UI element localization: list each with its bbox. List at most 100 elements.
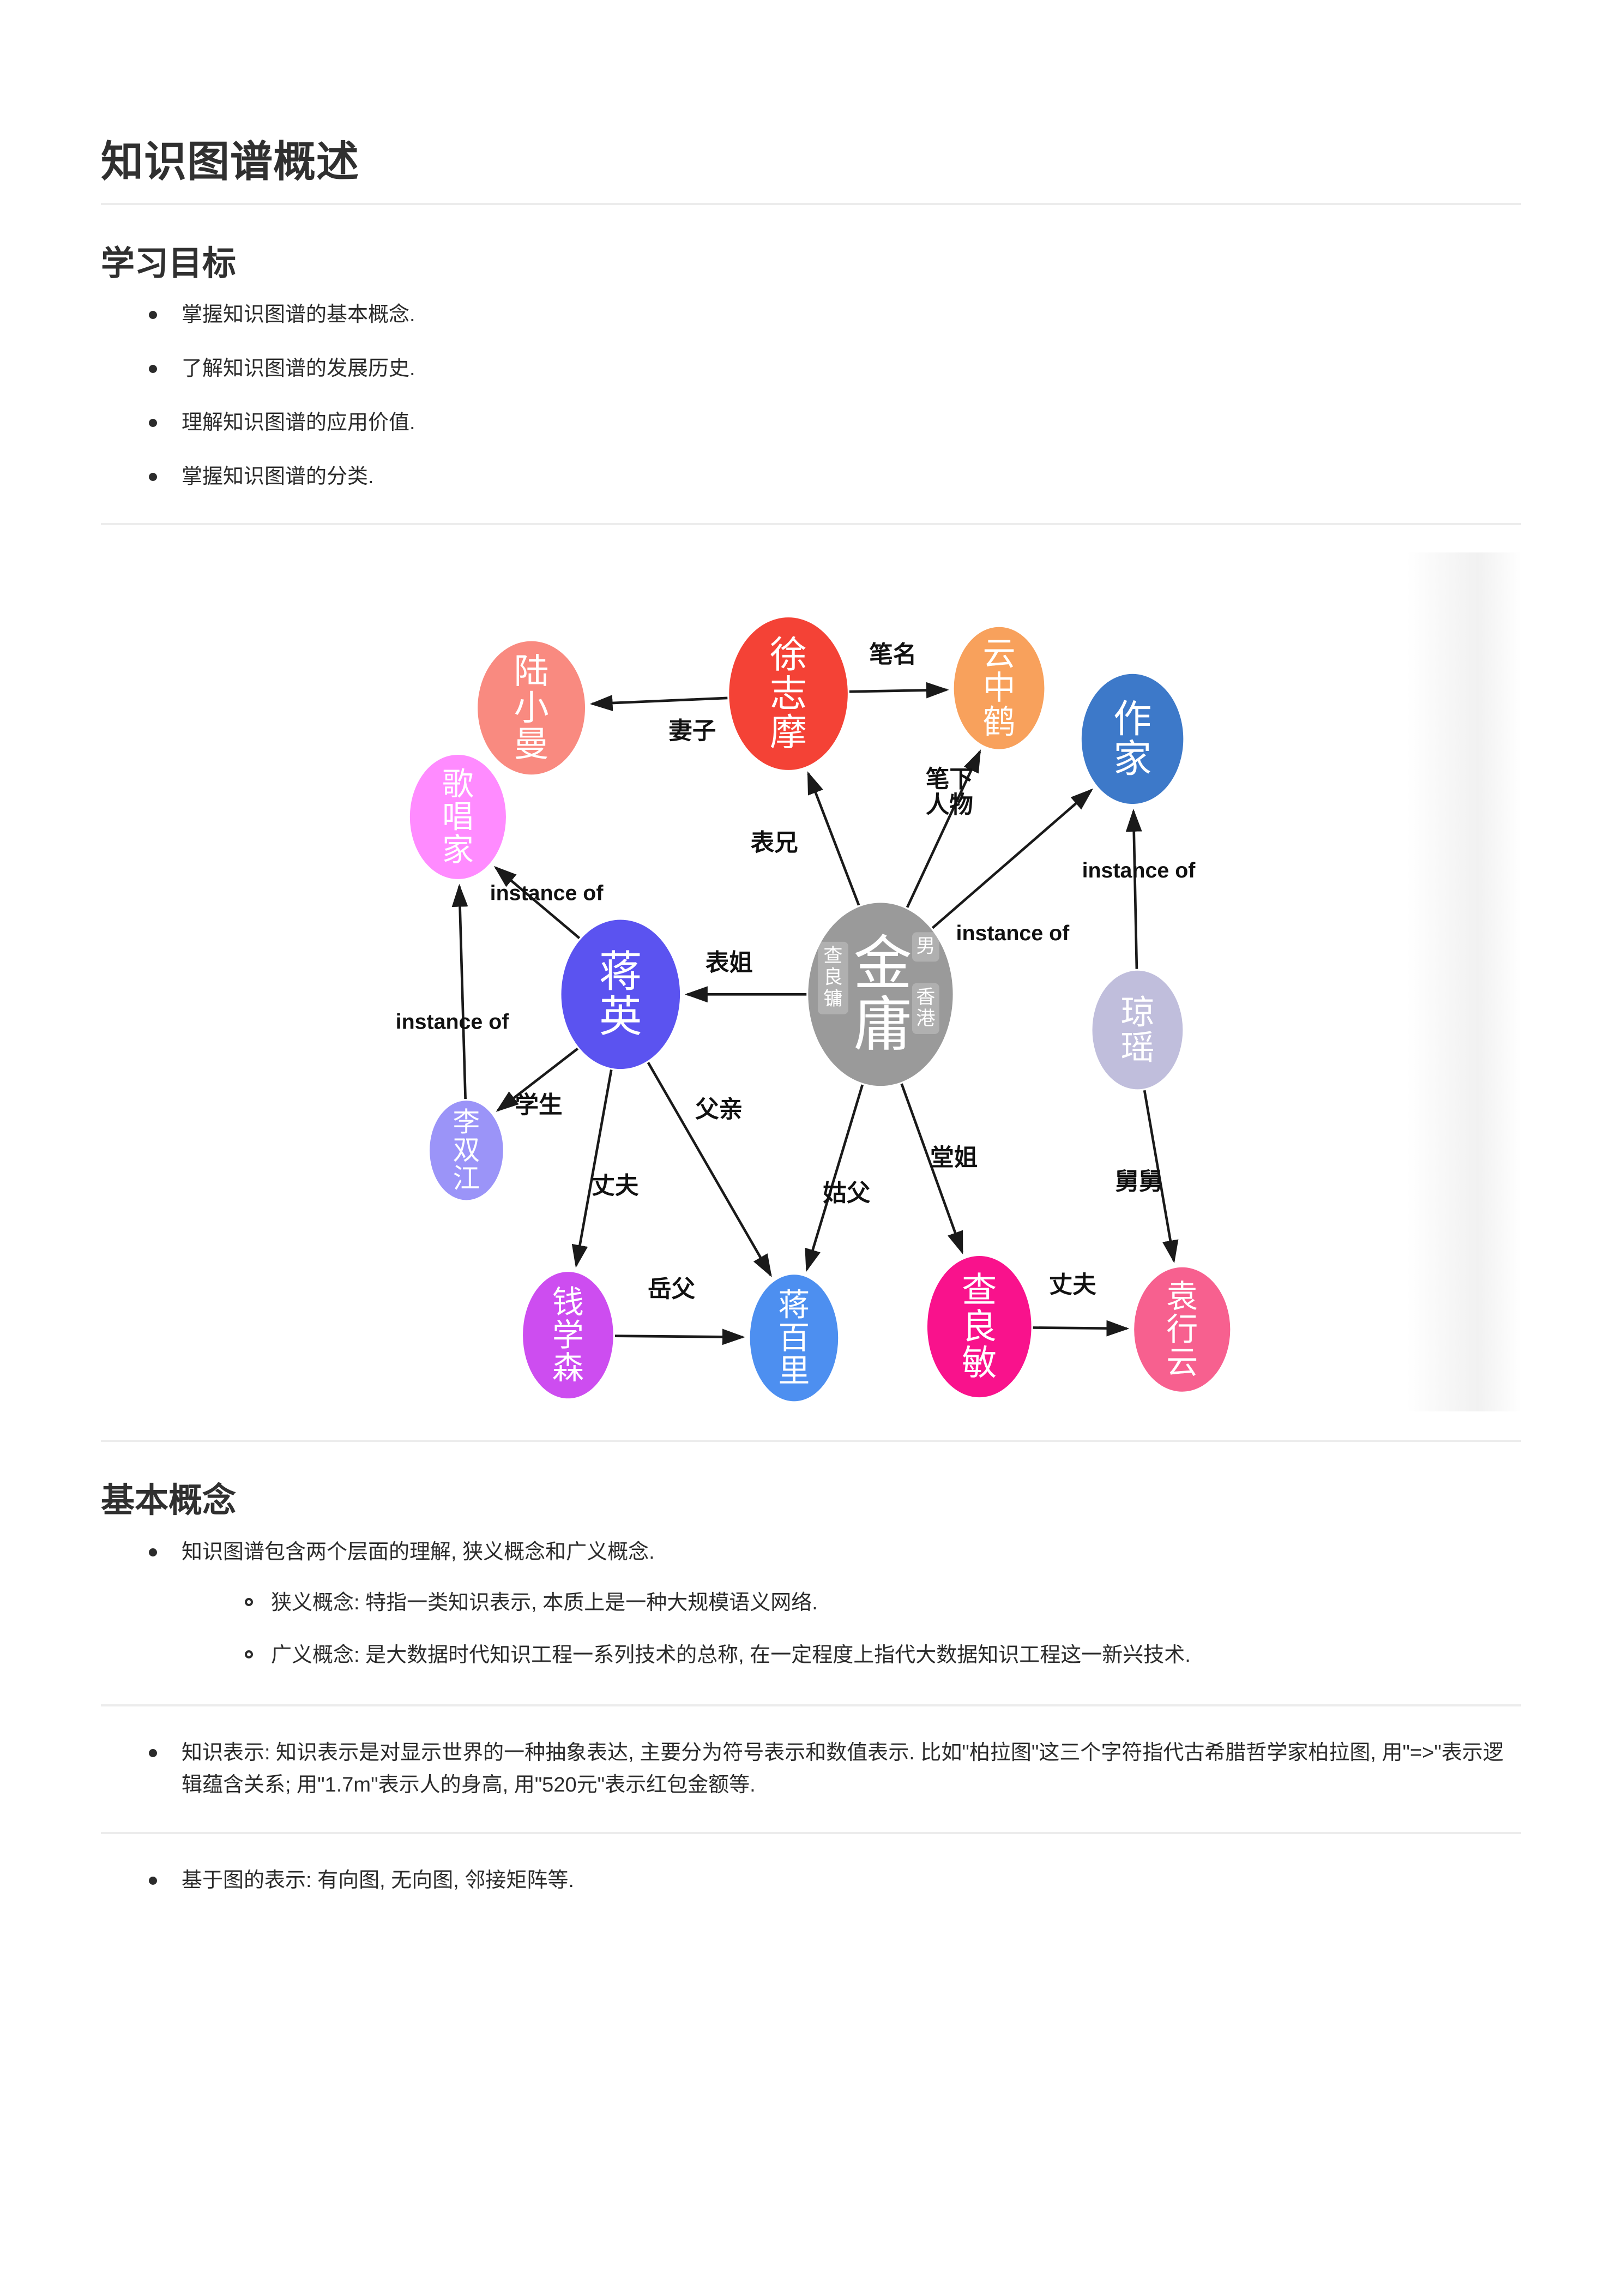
graph-edge-lishuangjiang-gechangjia [451, 884, 468, 1099]
edge-label-jiangying-jiangbaili: 父亲 [695, 1097, 743, 1123]
list-item: 广义概念: 是大数据时代知识工程一系列技术的总称, 在一定程度上指代大数据知识工… [232, 1639, 1521, 1672]
graph-node-gechangjia[interactable]: 歌唱家 [409, 755, 506, 880]
node-label: 李双江 [453, 1108, 480, 1194]
graph-edge-qiongyao-zuojia [1125, 809, 1142, 970]
graph-node-lishuangjiang[interactable]: 李双江 [430, 1101, 503, 1200]
node-label: 琼瑶 [1120, 995, 1154, 1067]
graph-edge-qiongyao-yuanxingyun [1143, 1090, 1179, 1264]
concepts-divider-1 [101, 1704, 1521, 1707]
knowledge-graph-figure: 陆小曼 徐志摩 云中鹤作家歌唱家蒋英 金庸琼瑶李双江钱学森 蒋百里 查良敏 袁行云 查良镛 男香… [101, 552, 1521, 1412]
graph-node-jinyong[interactable]: 金庸 [808, 903, 953, 1086]
node-shape [409, 755, 506, 880]
edge-label-jinyong-chaliangmin: 堂姐 [930, 1145, 978, 1171]
graph-node-jiangbaili[interactable]: 蒋百里 [750, 1275, 839, 1402]
edge-label-xuzhimo-yunzhonghe: 笔名 [869, 642, 916, 668]
list-item: 知识表示: 知识表示是对显示世界的一种抽象表达, 主要分为符号表示和数值表示. … [134, 1737, 1521, 1801]
edge-label-qiongyao-yuanxingyun: 舅舅 [1115, 1169, 1162, 1195]
graph-edge-xuzhimo-yunzhonghe [849, 682, 949, 699]
graph-edges [451, 682, 1179, 1345]
edge-label-jiangying-gechangjia: instance of [490, 881, 604, 905]
node-shape [1092, 971, 1183, 1090]
list-item: 掌握知识图谱的基本概念. [134, 299, 1521, 331]
node-label: 袁行云 [1166, 1279, 1198, 1381]
objectives-divider [101, 523, 1521, 526]
node-shape [1081, 674, 1184, 804]
graph-edge-xuzhimo-luxiaoman [589, 695, 728, 712]
graph-edge-chaliangmin-yuanxingyun [1033, 1320, 1130, 1337]
graph-node-yuanxingyun[interactable]: 袁行云 [1134, 1267, 1231, 1392]
node-shape [523, 1272, 613, 1399]
title-divider [101, 202, 1521, 205]
node-shape [430, 1101, 503, 1200]
node-label: 作家 [1113, 699, 1151, 781]
node-label: 查良敏 [962, 1271, 997, 1383]
node-label: 钱学森 [552, 1285, 584, 1386]
graph-node-luxiaoman[interactable]: 陆小曼 [478, 641, 586, 775]
edge-label-chaliangmin-yuanxingyun: 丈夫 [1049, 1272, 1097, 1299]
graph-node-chaliangmin[interactable]: 查良敏 [927, 1256, 1032, 1398]
graph-edge-qianxuesen-jiangbaili [614, 1329, 745, 1345]
node-label: 歌唱家 [442, 767, 474, 868]
concepts-list-representation: 知识表示: 知识表示是对显示世界的一种抽象表达, 主要分为符号表示和数值表示. … [101, 1706, 1521, 1801]
attribute-chip-realname [817, 942, 848, 1015]
list-item: 了解知识图谱的发展历史. [134, 353, 1521, 385]
knowledge-graph-canvas: 陆小曼 徐志摩 云中鹤作家歌唱家蒋英 金庸琼瑶李双江钱学森 蒋百里 查良敏 袁行云 查良镛 男香… [101, 552, 1521, 1412]
attribute-chip-gender [912, 932, 939, 962]
node-label: 云中鹤 [983, 636, 1016, 741]
node-label: 徐志摩 [770, 635, 807, 754]
list-item: 掌握知识图谱的分类. [134, 461, 1521, 493]
node-shape [478, 641, 586, 775]
concepts-list-graph: 基于图的表示: 有向图, 无向图, 邻接矩阵等. [101, 1834, 1521, 1897]
graph-edge-jinyong-zuojia [931, 789, 1094, 929]
page-title: 知识图谱概述 [101, 137, 360, 185]
knowledge-graph-svg: 陆小曼 徐志摩 云中鹤作家歌唱家蒋英 金庸琼瑶李双江钱学森 蒋百里 查良敏 袁行云 查良镛 男香… [396, 617, 1231, 1402]
node-shape [954, 627, 1045, 750]
graph-edge-jinyong-yunzhonghe [906, 749, 981, 909]
list-item: 基于图的表示: 有向图, 无向图, 邻接矩阵等. [134, 1865, 1521, 1897]
edge-label-jiangying-qianxuesen: 丈夫 [591, 1173, 639, 1199]
node-shape [808, 903, 953, 1086]
edge-label-jinyong-zuojia: instance of [956, 921, 1070, 945]
attribute-label-realname: 查良镛 [823, 946, 842, 1010]
edge-label-jinyong-jiangbaili: 姑父 [823, 1181, 871, 1207]
edge-label-lishuangjiang-gechangjia: instance of [396, 1010, 510, 1034]
attribute-chip-region [912, 983, 939, 1035]
list-item-text: 知识图谱包含两个层面的理解, 狭义概念和广义概念. [182, 1540, 655, 1564]
concepts-list-primary: 知识图谱包含两个层面的理解, 狭义概念和广义概念. 狭义概念: 特指一类知识表示… [101, 1536, 1521, 1672]
section-title-objectives: 学习目标 [101, 244, 237, 283]
edge-label-qiongyao-zuojia: instance of [1082, 858, 1196, 882]
graph-node-qianxuesen[interactable]: 钱学森 [523, 1272, 613, 1399]
graph-node-jiangying[interactable]: 蒋英 [561, 919, 680, 1069]
graph-node-yunzhonghe[interactable]: 云中鹤 [954, 627, 1045, 750]
graph-edge-jiangying-qianxuesen [571, 1069, 613, 1269]
graph-node-xuzhimo[interactable]: 徐志摩 [729, 617, 848, 771]
list-item: 知识图谱包含两个层面的理解, 狭义概念和广义概念. 狭义概念: 特指一类知识表示… [134, 1536, 1521, 1672]
edge-label-jinyong-jiangying: 表姐 [706, 950, 753, 976]
node-label: 蒋百里 [778, 1288, 810, 1389]
concepts-sublist: 狭义概念: 特指一类知识表示, 本质上是一种大规模语义网络. 广义概念: 是大数… [182, 1587, 1521, 1672]
edge-label-jinyong-xuzhimo: 表兄 [751, 831, 798, 857]
concepts-divider-2 [101, 1832, 1521, 1835]
list-item: 理解知识图谱的应用价值. [134, 407, 1521, 439]
graph-node-zuojia[interactable]: 作家 [1081, 674, 1184, 804]
graph-edge-jiangying-jiangbaili [647, 1062, 772, 1278]
node-shape [561, 919, 680, 1069]
graph-node-qiongyao[interactable]: 琼瑶 [1092, 971, 1183, 1090]
graph-edge-jinyong-xuzhimo [807, 771, 860, 906]
graph-nodes: 陆小曼 徐志摩 云中鹤作家歌唱家蒋英 金庸琼瑶李双江钱学森 蒋百里 查良敏 袁行云 查良镛 男香… [409, 617, 1231, 1402]
node-label: 陆小曼 [514, 652, 548, 764]
node-shape [750, 1275, 839, 1402]
node-label: 金庸 [853, 932, 912, 1058]
section-title-concepts: 基本概念 [101, 1482, 237, 1520]
graph-edge-jinyong-jiangbaili [805, 1084, 864, 1272]
node-shape [1134, 1267, 1231, 1392]
list-item: 狭义概念: 特指一类知识表示, 本质上是一种大规模语义网络. [232, 1587, 1521, 1619]
graph-edge-jiangying-lishuangjiang [496, 1048, 579, 1113]
node-shape [927, 1256, 1032, 1398]
figure-divider [101, 1440, 1521, 1442]
edge-label-jiangying-lishuangjiang: 学生 [515, 1092, 563, 1119]
attribute-label-region: 香港 [916, 987, 935, 1029]
attribute-label-gender: 男 [916, 936, 935, 957]
